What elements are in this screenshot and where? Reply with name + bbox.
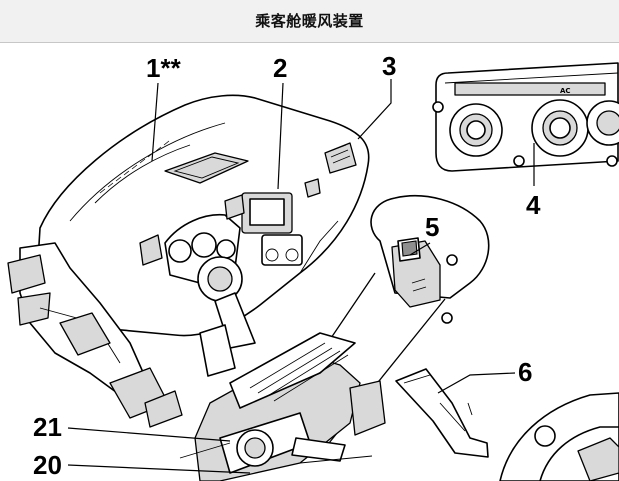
leader-lines: [67, 79, 535, 474]
leader-1: [151, 82, 159, 162]
callout-21: 21: [33, 412, 62, 442]
leader-3: [357, 79, 392, 140]
header-bar: 乘客舱暖风装置: [0, 0, 619, 43]
callout-5: 5: [425, 212, 439, 242]
leader-6: [437, 372, 516, 394]
air-duct: [395, 368, 489, 458]
ac-button-label: AC: [560, 87, 571, 95]
left-side-frame: [7, 242, 236, 428]
callout-4: 4: [526, 190, 541, 220]
leader-2: [277, 82, 284, 190]
leader-5: [409, 242, 431, 256]
detail-bubble: [259, 194, 490, 449]
dashboard-panel: [37, 94, 370, 349]
callout-6: 6: [518, 357, 532, 387]
leader-21: [67, 427, 231, 442]
exploded-diagram: AC: [7, 51, 619, 481]
callout-3: 3: [382, 51, 396, 81]
callout-2: 2: [273, 53, 287, 83]
leader-20: [67, 464, 251, 474]
callout-20: 20: [33, 450, 62, 480]
steering-wheel-fragment: [499, 392, 619, 481]
heater-unit: [179, 332, 386, 481]
page-title: 乘客舱暖风装置: [255, 12, 364, 30]
callout-1: 1**: [146, 53, 182, 83]
climate-control-panel: AC: [432, 62, 619, 172]
